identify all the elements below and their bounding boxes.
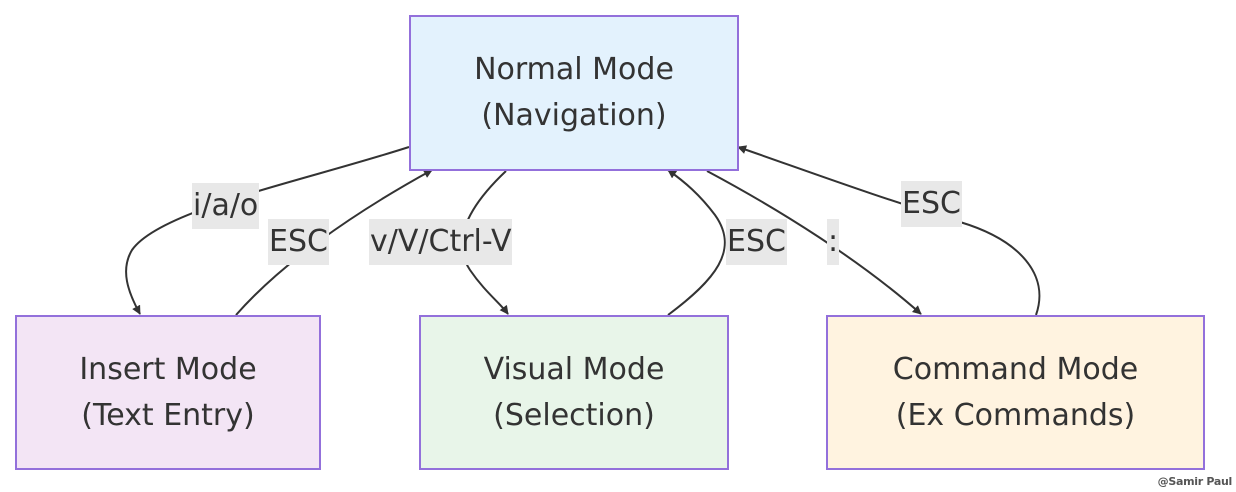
edge-label-normal-to-command: : xyxy=(827,219,840,265)
edge-normal-to-insert xyxy=(125,146,410,315)
watermark: @Samir Paul xyxy=(1157,475,1233,488)
node-visual-mode-title: Visual Mode xyxy=(483,351,665,387)
node-visual-mode: Visual Mode (Selection) xyxy=(419,315,729,470)
node-visual-mode-subtitle: (Selection) xyxy=(493,397,655,433)
node-normal-mode: Normal Mode (Navigation) xyxy=(409,15,739,171)
edge-label-visual-to-normal: ESC xyxy=(726,219,787,265)
edge-label-normal-to-visual: v/V/Ctrl-V xyxy=(369,219,513,265)
edge-label-command-to-normal: ESC xyxy=(901,181,962,227)
node-insert-mode: Insert Mode (Text Entry) xyxy=(15,315,321,470)
node-insert-mode-subtitle: (Text Entry) xyxy=(81,397,255,433)
edge-visual-to-normal xyxy=(667,169,726,316)
node-command-mode: Command Mode (Ex Commands) xyxy=(826,315,1205,470)
node-normal-mode-subtitle: (Navigation) xyxy=(481,98,667,133)
node-normal-mode-title: Normal Mode xyxy=(474,52,674,87)
edge-label-normal-to-insert: i/a/o xyxy=(192,183,260,229)
node-command-mode-subtitle: (Ex Commands) xyxy=(895,397,1136,433)
edge-label-insert-to-normal: ESC xyxy=(268,219,329,265)
edge-normal-to-command xyxy=(706,170,922,315)
node-insert-mode-title: Insert Mode xyxy=(79,351,257,387)
node-command-mode-title: Command Mode xyxy=(892,351,1139,387)
